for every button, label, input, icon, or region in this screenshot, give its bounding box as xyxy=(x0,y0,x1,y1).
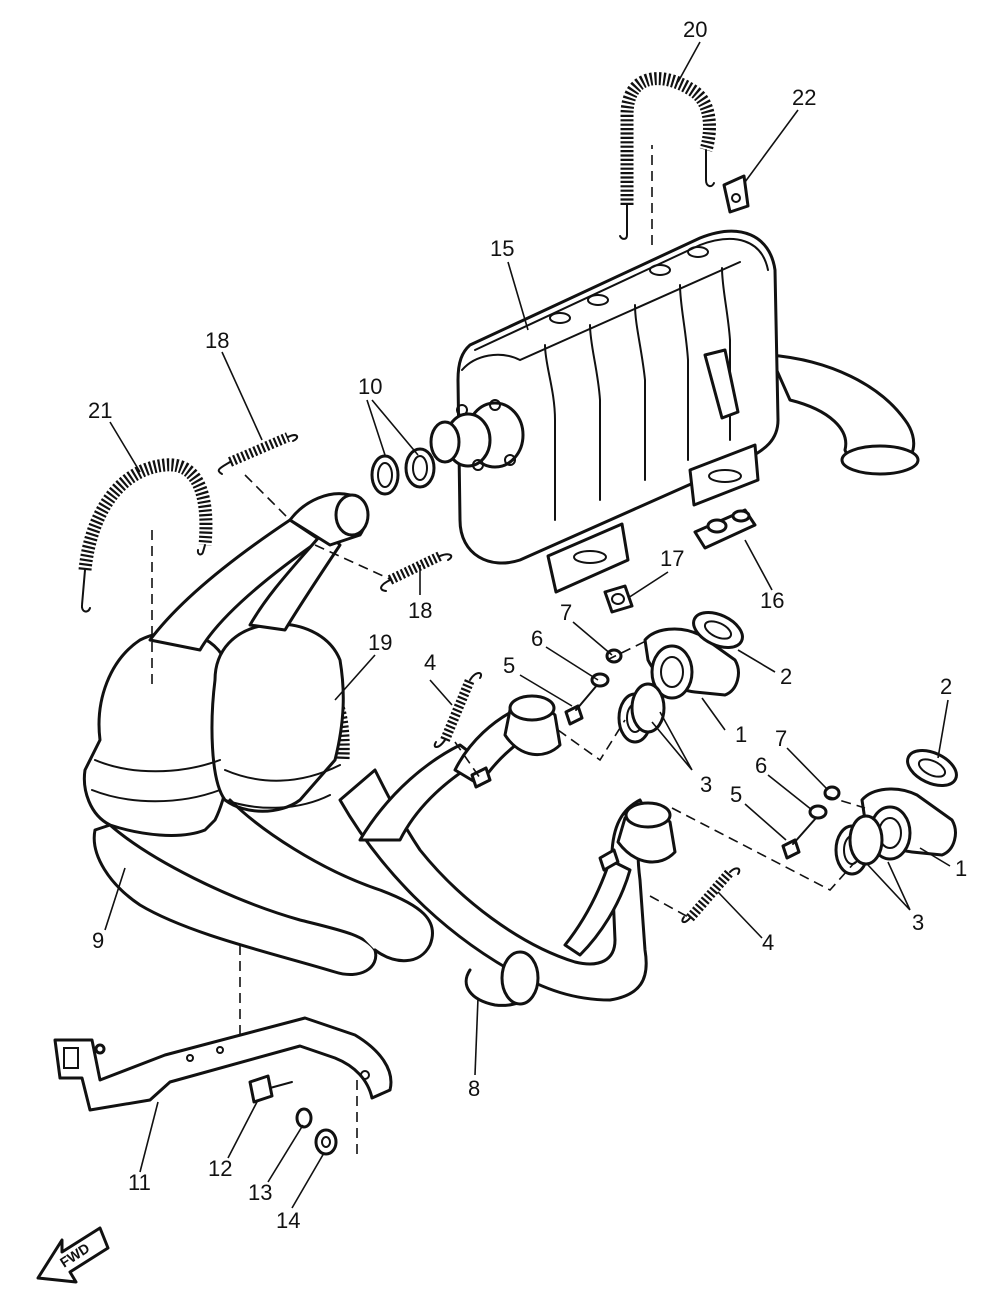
callout-16: 16 xyxy=(760,588,784,613)
callout-6-lower: 6 xyxy=(755,753,767,778)
callout-5-lower: 5 xyxy=(730,782,742,807)
callout-12: 12 xyxy=(208,1156,232,1181)
front-arrow-icon: FWD xyxy=(36,1226,110,1284)
leader-lines xyxy=(104,41,951,1209)
callout-1-upper: 1 xyxy=(735,722,747,747)
muffler-15 xyxy=(429,229,920,594)
callout-11: 11 xyxy=(128,1170,151,1195)
bolt-5-upper xyxy=(564,683,599,726)
callout-14: 14 xyxy=(276,1208,300,1233)
nut-17 xyxy=(603,584,634,614)
callout-2-lower: 2 xyxy=(940,674,952,699)
spring-18-lower xyxy=(380,551,453,592)
bolt-12 xyxy=(248,1074,293,1104)
header-pipes-8 xyxy=(338,694,677,1007)
callout-labels: 20 22 15 18 21 10 18 19 17 16 7 6 5 2 1 … xyxy=(88,17,967,1233)
callout-9: 9 xyxy=(92,928,104,953)
spring-20 xyxy=(619,72,716,240)
callout-22: 22 xyxy=(792,85,816,110)
callout-17: 17 xyxy=(660,546,684,571)
gasket-2-lower xyxy=(906,749,958,787)
assembly-lines xyxy=(151,145,866,1160)
callout-18-upper: 18 xyxy=(205,328,229,353)
bracket-16 xyxy=(693,508,757,550)
spring-21 xyxy=(78,458,213,613)
gasket-3-upper xyxy=(617,682,666,744)
gasket-10 xyxy=(370,447,436,496)
callout-1-lower: 1 xyxy=(955,856,967,881)
spring-18-upper xyxy=(217,432,299,475)
callout-8: 8 xyxy=(468,1076,480,1101)
bolt-5-lower xyxy=(781,817,817,860)
callout-7-lower: 7 xyxy=(775,726,787,751)
callout-10: 10 xyxy=(358,374,382,399)
callout-5-upper: 5 xyxy=(503,653,515,678)
callout-18-lower: 18 xyxy=(408,598,432,623)
spring-4-lower xyxy=(681,867,741,924)
callout-3-lower: 3 xyxy=(912,910,924,935)
nut-14 xyxy=(314,1128,338,1156)
gasket-2-upper xyxy=(692,611,744,649)
callout-20: 20 xyxy=(683,17,707,42)
joint-1-upper xyxy=(643,627,740,700)
callout-21: 21 xyxy=(88,398,112,423)
callout-15: 15 xyxy=(490,236,514,261)
callout-13: 13 xyxy=(248,1180,272,1205)
callout-4-lower: 4 xyxy=(762,930,774,955)
callout-19: 19 xyxy=(368,630,392,655)
clip-22 xyxy=(722,174,750,214)
spring-4-upper xyxy=(433,672,482,748)
callout-7-upper: 7 xyxy=(560,600,572,625)
washer-6-lower xyxy=(808,804,828,820)
gasket-3-lower xyxy=(834,814,884,876)
callout-4-upper: 4 xyxy=(424,650,436,675)
washer-6-upper xyxy=(590,672,610,688)
callout-6-upper: 6 xyxy=(531,626,543,651)
stay-bracket-11 xyxy=(53,1016,393,1112)
callout-2-upper: 2 xyxy=(780,664,792,689)
callout-3-upper: 3 xyxy=(700,772,712,797)
collector-9 xyxy=(82,492,434,977)
washer-13 xyxy=(295,1107,313,1129)
